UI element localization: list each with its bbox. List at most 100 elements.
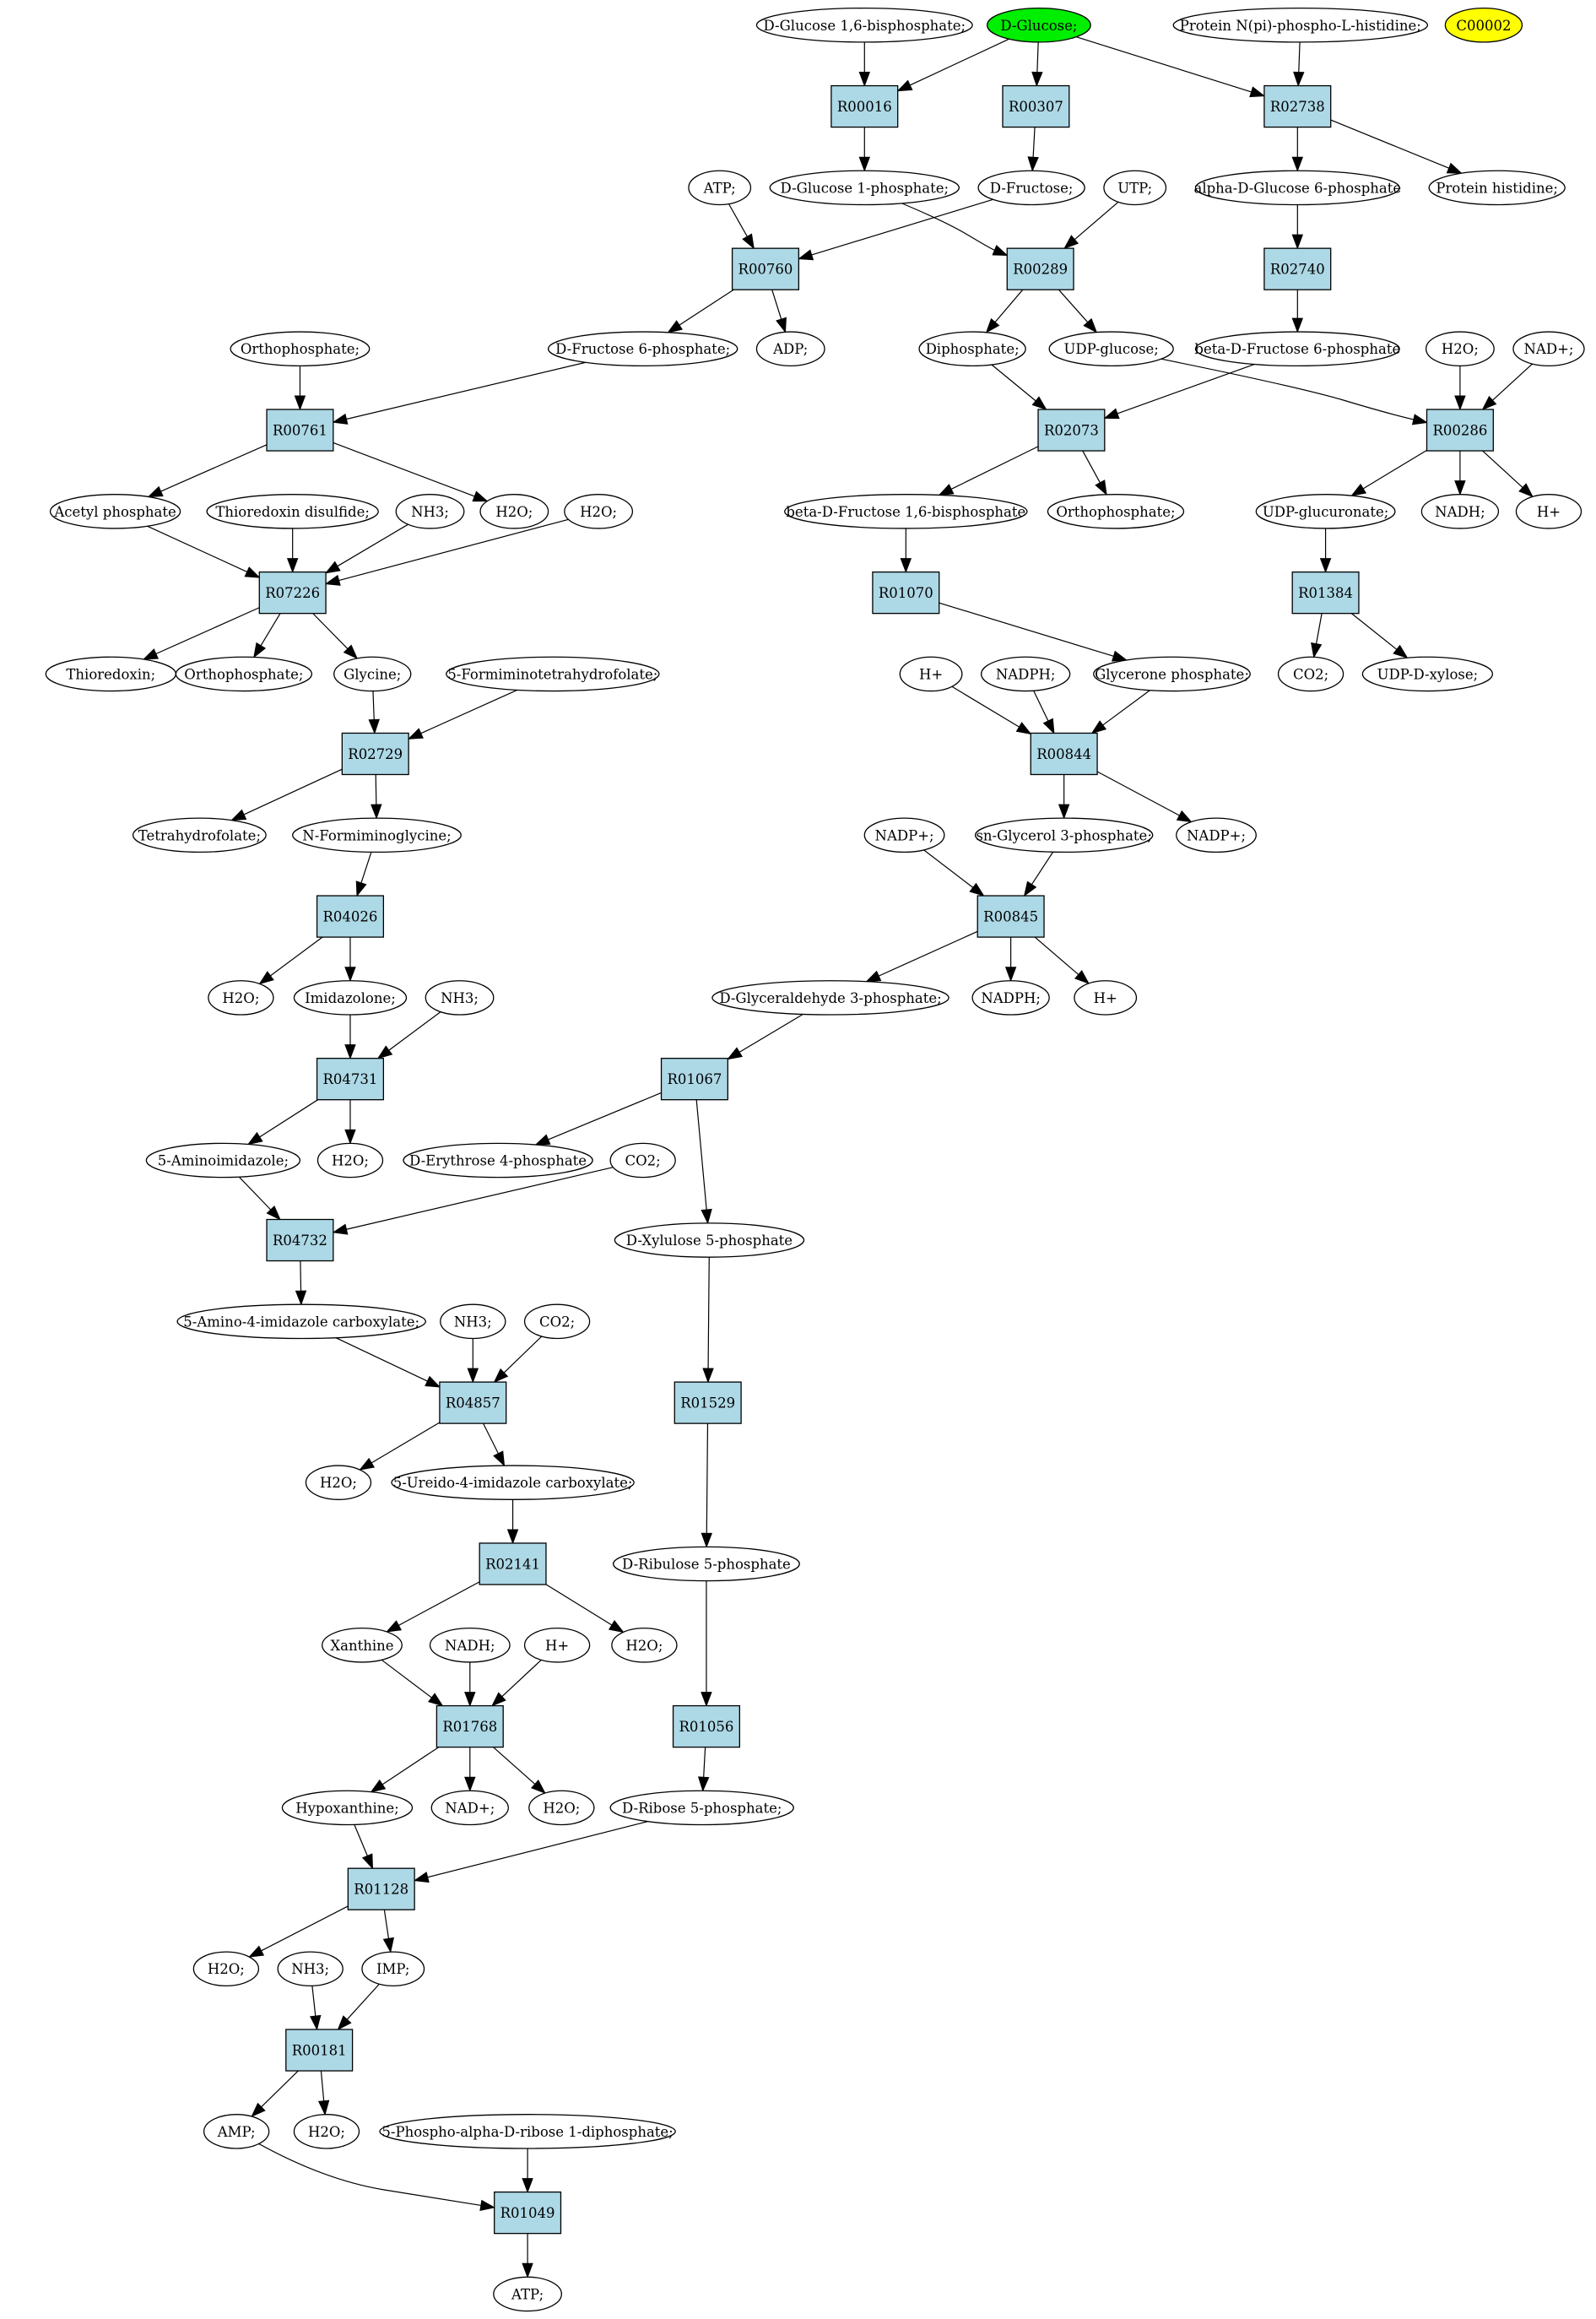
compound-node[interactable]: Protein histidine; bbox=[1428, 170, 1566, 206]
compound-node[interactable]: Orthophosphate; bbox=[1047, 494, 1185, 529]
compound-node[interactable]: H+ bbox=[899, 656, 963, 692]
reaction-node[interactable]: R01049 bbox=[494, 2191, 562, 2235]
reaction-node[interactable]: R01768 bbox=[436, 1704, 504, 1748]
compound-node[interactable]: D-Glucose 1-phosphate; bbox=[769, 170, 960, 206]
compound-node[interactable]: H2O; bbox=[305, 1465, 372, 1500]
reaction-node[interactable]: R01529 bbox=[674, 1381, 742, 1424]
reaction-node[interactable]: R01128 bbox=[347, 1867, 415, 1910]
compound-node[interactable]: D-Glucose; bbox=[986, 7, 1091, 43]
compound-node[interactable]: beta-D-Fructose 1,6-bisphosphate bbox=[784, 494, 1028, 529]
compound-node[interactable]: Glycine; bbox=[333, 656, 412, 692]
compound-node[interactable]: CO2; bbox=[1277, 656, 1344, 692]
compound-node[interactable]: D-Fructose 6-phosphate; bbox=[547, 331, 738, 367]
compound-node[interactable]: ADP; bbox=[755, 331, 825, 367]
reaction-node[interactable]: R01384 bbox=[1291, 571, 1360, 615]
compound-node[interactable]: ATP; bbox=[688, 170, 752, 206]
compound-node[interactable]: NADP+; bbox=[1176, 817, 1257, 853]
compound-node[interactable]: NH3; bbox=[395, 494, 465, 529]
compound-node[interactable]: NAD+; bbox=[1512, 331, 1585, 367]
compound-node[interactable]: 5-Aminoimidazole; bbox=[145, 1142, 301, 1178]
compound-node[interactable]: H2O; bbox=[316, 1142, 384, 1178]
compound-node[interactable]: Thioredoxin disulfide; bbox=[206, 494, 379, 529]
compound-node[interactable]: ATP; bbox=[493, 2276, 563, 2312]
compound-node[interactable]: 5-Amino-4-imidazole carboxylate; bbox=[176, 1303, 426, 1340]
reaction-node[interactable]: R01070 bbox=[872, 571, 940, 615]
compound-node[interactable]: beta-D-Fructose 6-phosphate bbox=[1194, 331, 1400, 367]
compound-node[interactable]: NH3; bbox=[277, 1951, 344, 1987]
compound-node[interactable]: UDP-glucose; bbox=[1048, 331, 1174, 367]
compound-node[interactable]: H2O; bbox=[293, 2114, 360, 2149]
reaction-node[interactable]: R02141 bbox=[479, 1542, 547, 1585]
compound-node[interactable]: D-Ribose 5-phosphate; bbox=[609, 1790, 794, 1826]
reaction-node[interactable]: R00761 bbox=[266, 409, 334, 452]
reaction-node[interactable]: R02073 bbox=[1037, 409, 1106, 452]
compound-node[interactable]: H+ bbox=[523, 1627, 591, 1663]
compound-node[interactable]: sn-Glycerol 3-phosphate; bbox=[974, 817, 1154, 853]
compound-node[interactable]: D-Fructose; bbox=[977, 170, 1085, 206]
compound-node[interactable]: H2O; bbox=[611, 1627, 678, 1663]
reaction-node[interactable]: R02729 bbox=[341, 732, 409, 776]
reaction-node[interactable]: R00844 bbox=[1030, 732, 1098, 776]
compound-node[interactable]: Tetrahydrofolate; bbox=[132, 817, 267, 853]
compound-node[interactable]: AMP; bbox=[203, 2114, 270, 2149]
compound-node[interactable]: UDP-D-xylose; bbox=[1361, 656, 1494, 692]
reaction-node[interactable]: R00289 bbox=[1006, 247, 1074, 290]
compound-node[interactable]: 5-Phospho-alpha-D-ribose 1-diphosphate; bbox=[379, 2114, 676, 2149]
compound-node[interactable]: H2O; bbox=[208, 980, 274, 1016]
compound-node[interactable]: D-Ribulose 5-phosphate bbox=[612, 1546, 800, 1582]
compound-node[interactable]: H2O; bbox=[192, 1951, 260, 1987]
reaction-node[interactable]: R01056 bbox=[672, 1704, 740, 1748]
reaction-node[interactable]: R00760 bbox=[731, 247, 800, 290]
compound-node[interactable]: H2O; bbox=[528, 1790, 595, 1826]
compound-node[interactable]: NH3; bbox=[440, 1303, 506, 1340]
compound-node[interactable]: D-Glucose 1,6-bisphosphate; bbox=[755, 7, 973, 43]
compound-node[interactable]: Hypoxanthine; bbox=[281, 1790, 414, 1826]
compound-node[interactable]: Xanthine bbox=[322, 1627, 403, 1663]
compound-node[interactable]: Acetyl phosphate bbox=[49, 494, 181, 529]
reaction-node[interactable]: R01067 bbox=[660, 1058, 728, 1101]
compound-node[interactable]: C00002 bbox=[1444, 7, 1523, 43]
compound-node[interactable]: Diphosphate; bbox=[918, 331, 1026, 367]
compound-node[interactable]: NADPH; bbox=[980, 656, 1071, 692]
compound-node[interactable]: NADPH; bbox=[971, 980, 1050, 1016]
compound-node[interactable]: H2O; bbox=[1425, 331, 1495, 367]
reaction-node[interactable]: R04732 bbox=[266, 1218, 334, 1262]
compound-node[interactable]: D-Erythrose 4-phosphate bbox=[403, 1142, 593, 1178]
compound-node[interactable]: UTP; bbox=[1103, 170, 1167, 206]
reaction-node[interactable]: R04026 bbox=[316, 895, 385, 938]
compound-node[interactable]: 5-Formiminotetrahydrofolate; bbox=[446, 656, 660, 692]
compound-node[interactable]: 5-Ureido-4-imidazole carboxylate; bbox=[391, 1465, 635, 1500]
compound-node[interactable]: NAD+; bbox=[430, 1790, 509, 1826]
reaction-node[interactable]: R00286 bbox=[1426, 409, 1494, 452]
reaction-node[interactable]: R04731 bbox=[316, 1058, 385, 1101]
compound-node[interactable]: H+ bbox=[1515, 494, 1582, 529]
compound-node[interactable]: H+ bbox=[1074, 980, 1138, 1016]
compound-node[interactable]: Orthophosphate; bbox=[175, 656, 313, 692]
compound-node[interactable]: CO2; bbox=[609, 1142, 676, 1178]
compound-node[interactable]: NH3; bbox=[425, 980, 495, 1016]
reaction-node[interactable]: R00181 bbox=[285, 2029, 354, 2072]
compound-node[interactable]: NADH; bbox=[1420, 494, 1500, 529]
reaction-node[interactable]: R02740 bbox=[1263, 247, 1332, 290]
reaction-node[interactable]: R02738 bbox=[1263, 84, 1332, 128]
compound-node[interactable]: N-Formiminoglycine; bbox=[292, 817, 462, 853]
reaction-node[interactable]: R00307 bbox=[1002, 84, 1070, 128]
compound-node[interactable]: Imidazolone; bbox=[293, 980, 408, 1016]
reaction-node[interactable]: R04857 bbox=[439, 1381, 507, 1424]
reaction-node[interactable]: R00845 bbox=[977, 895, 1045, 938]
compound-node[interactable]: Glycerone phosphate; bbox=[1093, 656, 1251, 692]
compound-node[interactable]: alpha-D-Glucose 6-phosphate bbox=[1193, 170, 1401, 206]
compound-node[interactable]: H2O; bbox=[479, 494, 549, 529]
compound-node[interactable]: IMP; bbox=[361, 1951, 425, 1987]
compound-node[interactable]: CO2; bbox=[523, 1303, 591, 1340]
reaction-node[interactable]: R00016 bbox=[830, 84, 899, 128]
compound-node[interactable]: NADH; bbox=[429, 1627, 511, 1663]
compound-node[interactable]: UDP-glucuronate; bbox=[1255, 494, 1396, 529]
compound-node[interactable]: Thioredoxin; bbox=[45, 656, 177, 692]
compound-node[interactable]: NADP+; bbox=[863, 817, 945, 853]
reaction-node[interactable]: R07226 bbox=[258, 571, 327, 615]
compound-node[interactable]: D-Glyceraldehyde 3-phosphate; bbox=[711, 980, 949, 1016]
compound-node[interactable]: D-Xylulose 5-phosphate bbox=[614, 1222, 805, 1258]
compound-node[interactable]: Protein N(pi)-phospho-L-histidine; bbox=[1172, 7, 1429, 43]
compound-node[interactable]: Orthophosphate; bbox=[230, 331, 371, 367]
